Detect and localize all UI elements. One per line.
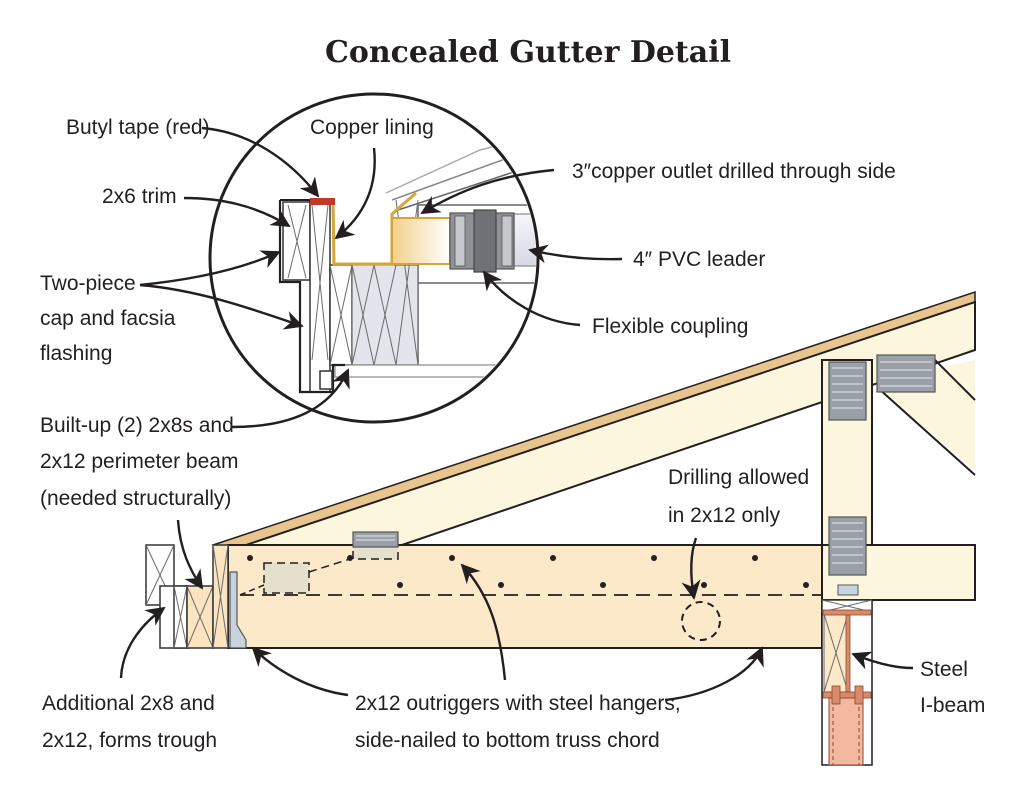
copper-outlet bbox=[391, 217, 451, 265]
label-copper-lining: Copper lining bbox=[310, 116, 434, 139]
hidden-block bbox=[263, 562, 310, 594]
label-additional-line2: 2x12, forms trough bbox=[42, 729, 217, 752]
nail-pattern bbox=[247, 555, 809, 588]
label-copper-outlet: 3″copper outlet drilled through side bbox=[572, 160, 896, 183]
drill-hole-indicator bbox=[681, 601, 721, 641]
label-two-piece-line1: Two-piece bbox=[40, 272, 136, 295]
roof-structure bbox=[145, 290, 976, 766]
label-outriggers-line2: side-nailed to bottom truss chord bbox=[355, 729, 660, 752]
label-drilling-line1: Drilling allowed bbox=[668, 466, 809, 489]
label-butyl-tape: Butyl tape (red) bbox=[66, 116, 210, 139]
label-pvc-leader: 4″ PVC leader bbox=[633, 248, 765, 271]
label-built-up-line1: Built-up (2) 2x8s and bbox=[40, 414, 234, 437]
label-drilling-line2: in 2x12 only bbox=[668, 504, 781, 527]
steel-i-beam bbox=[821, 584, 873, 766]
leader-lines bbox=[119, 126, 914, 702]
perimeter-beam bbox=[145, 544, 247, 649]
butyl-tape bbox=[310, 198, 335, 205]
label-2x6-trim: 2x6 trim bbox=[102, 185, 177, 208]
diagram-title: Concealed Gutter Detail bbox=[325, 35, 731, 70]
label-built-up-line3: (needed structurally) bbox=[40, 487, 231, 510]
gusset-plates bbox=[352, 354, 936, 576]
label-built-up-line2: 2x12 perimeter beam bbox=[40, 450, 238, 473]
label-steel-line2: I-beam bbox=[920, 694, 985, 717]
label-flexible-coupling: Flexible coupling bbox=[592, 315, 748, 338]
label-two-piece-line3: flashing bbox=[40, 342, 112, 365]
label-additional-line1: Additional 2x8 and bbox=[42, 692, 215, 715]
label-two-piece-line2: cap and facsia bbox=[40, 307, 176, 330]
labels: Butyl tape (red) Copper lining 2x6 trim … bbox=[40, 116, 985, 752]
label-steel-line1: Steel bbox=[920, 658, 968, 681]
outrigger-2x12 bbox=[227, 544, 823, 649]
label-outriggers-line1: 2x12 outriggers with steel hangers, bbox=[355, 692, 681, 715]
steel-hanger bbox=[229, 571, 247, 649]
